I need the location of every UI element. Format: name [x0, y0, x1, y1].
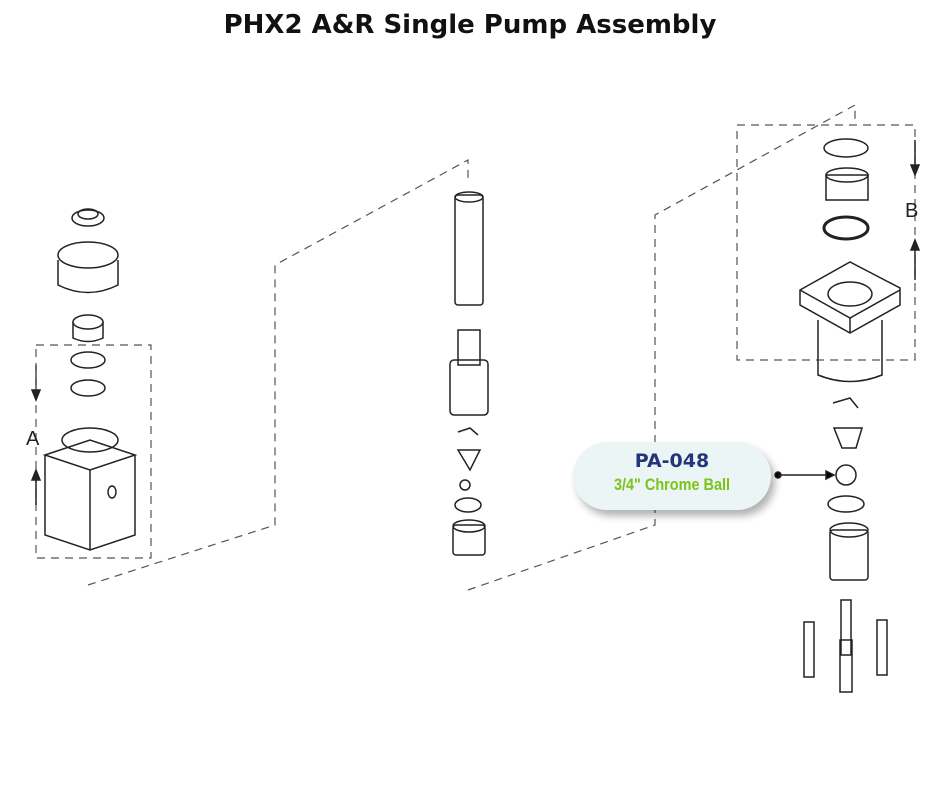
right-assembly-b	[799, 138, 921, 693]
part-description: 3/4" Chrome Ball	[613, 475, 731, 494]
label-b: B	[905, 200, 919, 222]
part-callout: PA-048 3/4" Chrome Ball	[573, 442, 771, 510]
page-title: PHX2 A&R Single Pump Assembly	[223, 10, 717, 40]
center-assembly	[449, 191, 489, 556]
left-assembly-a	[30, 208, 138, 551]
part-number: PA-048	[634, 450, 710, 472]
callout-arrow	[774, 469, 836, 481]
dashed-guide-lines	[35, 103, 916, 591]
label-a: A	[26, 428, 40, 450]
